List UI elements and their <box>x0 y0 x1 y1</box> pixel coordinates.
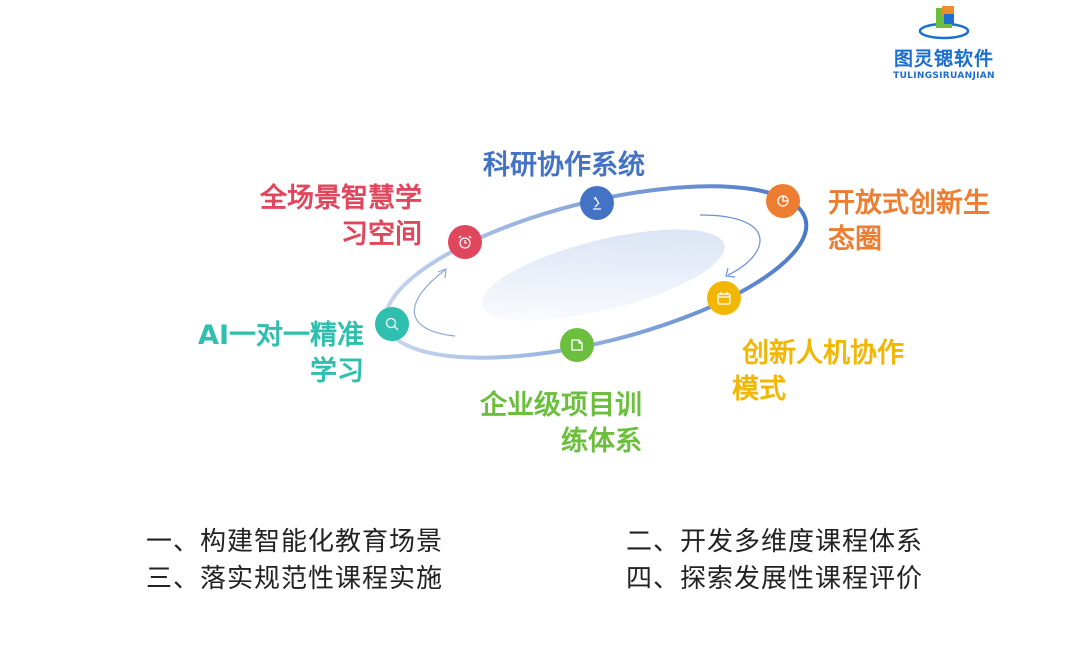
label-line: 态圈 <box>828 224 882 255</box>
node-research <box>580 186 614 220</box>
node-smart-space <box>448 225 482 259</box>
label-research: 科研协作系统 <box>483 150 645 181</box>
calendar-icon <box>717 292 731 305</box>
label-line: 练体系 <box>561 426 642 457</box>
logo-name: 图灵锶软件 <box>893 48 994 70</box>
node-enterprise-training <box>560 328 594 362</box>
arrow-right <box>699 214 761 276</box>
logo: 图灵锶软件 TULINGSIRUANJIAN <box>884 4 1004 81</box>
inner-glow <box>481 229 725 321</box>
label-line: AI一对一精准 <box>198 320 364 351</box>
logo-icon <box>918 6 970 40</box>
point-2: 二、开发多维度课程体系 <box>626 527 924 557</box>
note-icon <box>571 339 583 351</box>
label-smart-space: 全场景智慧学习空间 <box>242 181 422 253</box>
label-line: 企业级项目训 <box>480 390 642 421</box>
point-3: 三、落实规范性课程实施 <box>146 564 444 594</box>
node-open-innovation <box>766 184 800 218</box>
microscope-icon <box>593 196 601 210</box>
label-line: 模式 <box>732 374 786 405</box>
node-human-machine <box>707 281 741 315</box>
search-icon <box>385 317 399 331</box>
alarm-clock-icon <box>458 235 472 249</box>
point-4: 四、探索发展性课程评价 <box>626 564 924 594</box>
label-line: 学习 <box>310 356 364 387</box>
pie-chart-icon <box>777 195 789 207</box>
node-ai-learning <box>375 307 409 341</box>
label-open-innovation: 开放式创新生态圈 <box>828 186 990 258</box>
label-enterprise-training: 企业级项目训练体系 <box>462 388 642 460</box>
arrow-left <box>413 269 456 337</box>
label-line: 创新人机协作 <box>742 338 904 369</box>
label-human-machine: 创新人机协作模式 <box>732 336 904 408</box>
logo-subtitle: TULINGSIRUANJIAN <box>893 71 995 81</box>
label-line: 全场景智慧学 <box>260 183 422 214</box>
label-line: 开放式创新生 <box>828 188 990 219</box>
label-line: 习空间 <box>341 219 422 250</box>
point-1: 一、构建智能化教育场景 <box>146 527 444 557</box>
label-ai-learning: AI一对一精准学习 <box>180 318 364 390</box>
